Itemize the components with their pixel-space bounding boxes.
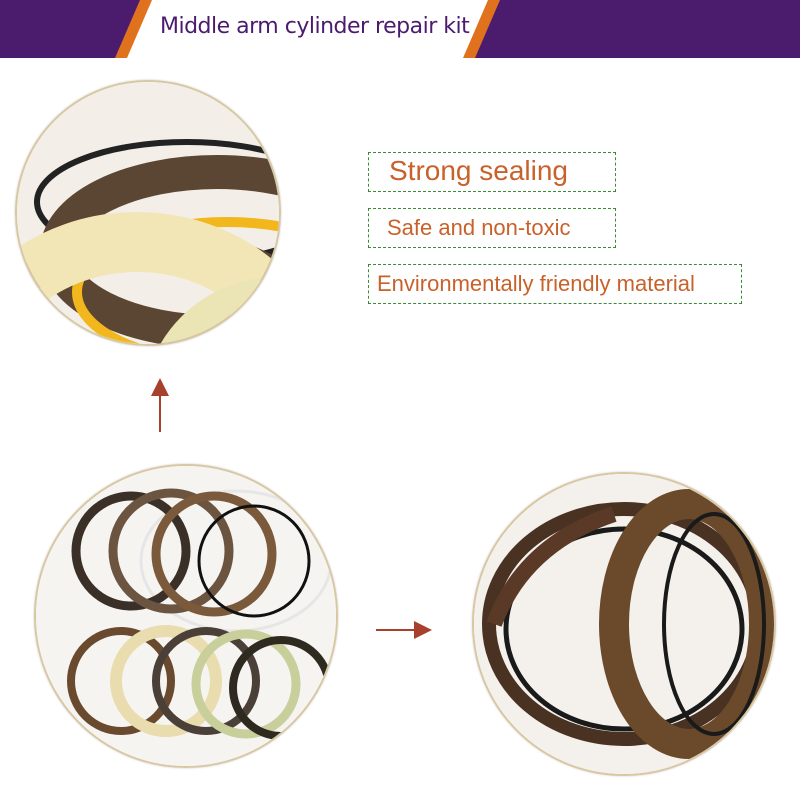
- header-banner: Middle arm cylinder repair kit: [0, 0, 800, 58]
- arrow-right-icon: [376, 621, 432, 639]
- feature-safe-non-toxic: Safe and non-toxic: [368, 208, 616, 248]
- page-title: Middle arm cylinder repair kit: [160, 14, 470, 39]
- seal-kit-image: [34, 464, 338, 768]
- seal-closeup-image: [15, 80, 281, 346]
- banner-background: [0, 0, 800, 58]
- feature-eco-material: Environmentally friendly material: [368, 264, 742, 304]
- arrow-up-icon: [151, 378, 169, 432]
- seal-detail-image: [472, 472, 776, 776]
- feature-strong-sealing: Strong sealing: [368, 152, 616, 192]
